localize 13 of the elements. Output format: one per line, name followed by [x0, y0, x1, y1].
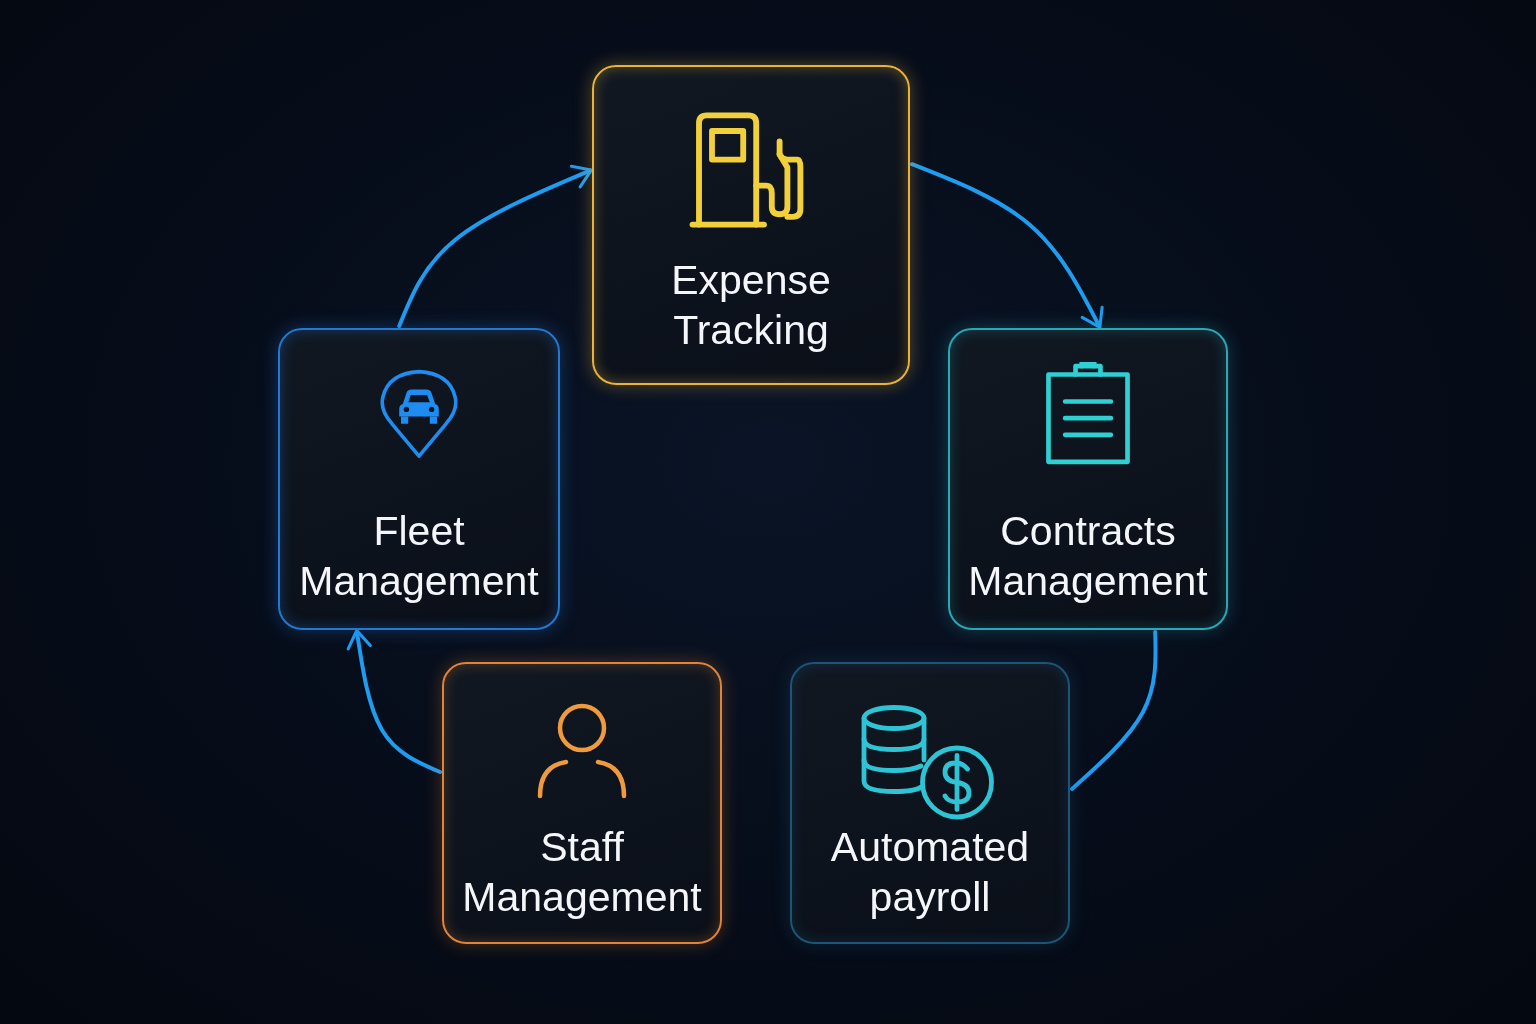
arrow [397, 164, 593, 328]
process-card [948, 328, 1228, 630]
arrow [910, 162, 1104, 329]
process-card [592, 65, 910, 385]
card-title: Automated payroll [829, 823, 1031, 922]
card-title: Expense Tracking [670, 256, 832, 355]
process-card [442, 662, 722, 944]
card-title: Contracts Management [967, 507, 1209, 606]
process-card [278, 328, 560, 630]
card-title: Fleet Management [298, 507, 540, 606]
process-card [790, 662, 1070, 944]
card-title: Staff Management [461, 823, 703, 922]
arrow [346, 629, 442, 774]
